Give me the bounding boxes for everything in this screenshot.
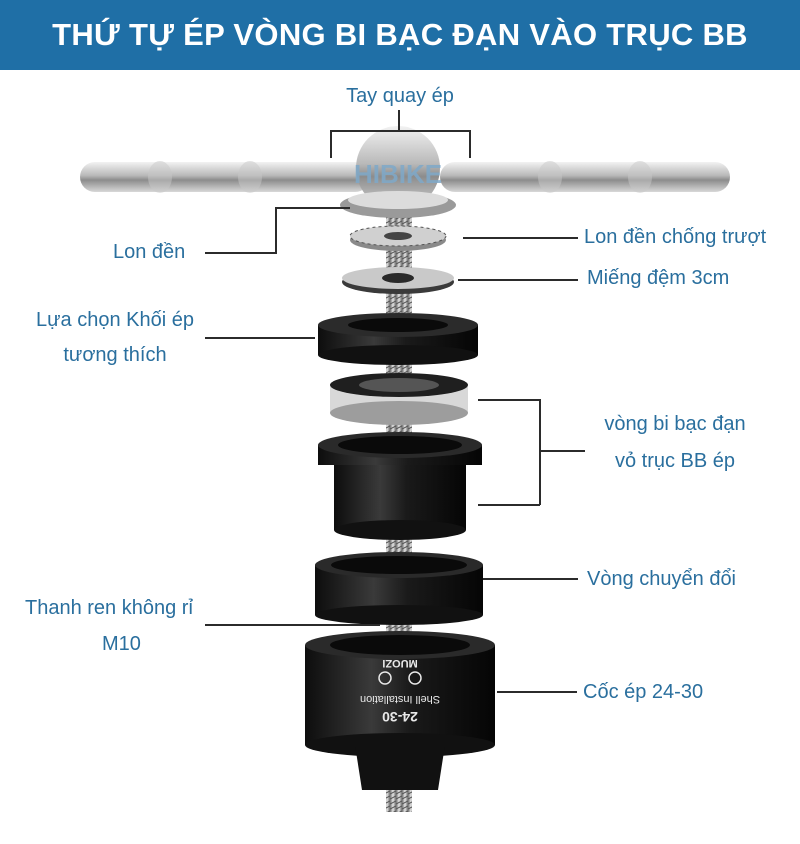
spacer-3cm (342, 267, 454, 294)
cup-text-engraving: Shell Installation (360, 693, 440, 705)
label-lon-den-chong-truot: Lon đền chống trượt (584, 226, 767, 248)
leader-line (205, 252, 277, 254)
label-vong-bi-line1: vòng bi bạc đạn (604, 413, 746, 435)
press-cup-24-30: 24-30 Shell Installation MUOZI (305, 631, 495, 790)
leader-line (398, 110, 400, 131)
label-thanh-ren-line2: M10 (102, 633, 141, 655)
leader-line (478, 504, 540, 506)
label-vong-bi-line2: vỏ trục BB ép (614, 450, 736, 472)
press-adapter-block (318, 313, 478, 365)
leader-line (469, 130, 471, 158)
watermark: HIBIKE (354, 159, 442, 189)
cup-size-engraving: 24-30 (382, 709, 418, 725)
t-handle: HIBIKE (80, 126, 730, 218)
label-vong-chuyen-doi: Vòng chuyển đổi (587, 568, 737, 590)
bb-press-tool-illustration: HIBIKE (80, 126, 730, 812)
label-lua-chon-line1: Lựa chọn Khối ép (36, 309, 194, 331)
title-banner (0, 0, 800, 70)
leader-line (275, 207, 350, 209)
leader-line (483, 578, 578, 580)
leader-line (330, 130, 332, 158)
page-title: THỨ TỰ ÉP VÒNG BI BẠC ĐẠN VÀO TRỤC BB (52, 17, 748, 52)
anti-slip-washer (349, 225, 447, 251)
label-tay-quay: Tay quay ép (346, 85, 454, 107)
cup-brand-engraving: MUOZI (382, 657, 417, 669)
bearing (330, 373, 468, 425)
leader-line (458, 279, 578, 281)
adapter-ring (315, 552, 483, 625)
leader-line (478, 399, 540, 401)
label-thanh-ren-line1: Thanh ren không rỉ (25, 597, 193, 619)
label-coc-ep: Cốc ép 24-30 (583, 681, 704, 703)
leader-line (539, 399, 541, 505)
bb-shell-cup (318, 432, 482, 540)
leader-line (540, 450, 585, 452)
leader-line (463, 237, 578, 239)
label-mieng-dem: Miếng đệm 3cm (587, 267, 730, 289)
leader-line (205, 337, 315, 339)
leader-line (497, 691, 577, 693)
label-lon-den: Lon đền (113, 241, 186, 263)
label-lua-chon-line2: tương thích (63, 344, 167, 366)
leader-line (205, 624, 380, 626)
leader-line (275, 207, 277, 253)
leader-line (330, 130, 471, 132)
